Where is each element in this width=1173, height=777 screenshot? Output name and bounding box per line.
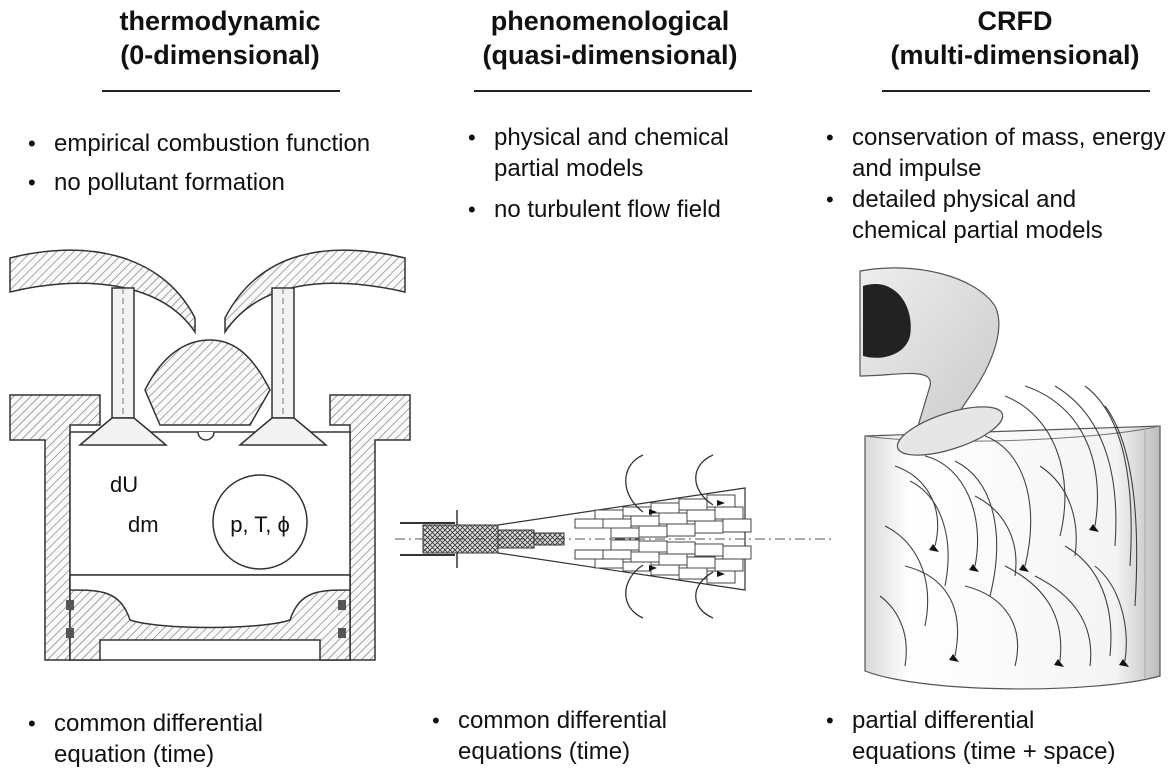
footer-note: common differential equations (time) xyxy=(432,705,792,767)
bullet-item: no pollutant formation xyxy=(28,167,448,198)
heading-underline xyxy=(474,90,752,92)
heading-line2: (quasi-dimensional) xyxy=(440,38,780,72)
footer-line2: equations (time + space) xyxy=(852,738,1115,765)
footer-line2: equations (time) xyxy=(458,738,630,765)
label-dm: dm xyxy=(128,512,159,537)
heading-line2: (0-dimensional) xyxy=(70,38,370,72)
bullet-item: conservation of mass, energy and impulse xyxy=(826,122,1171,184)
footer-note: partial differential equations (time + s… xyxy=(826,705,1171,767)
cfd-flow-field-render xyxy=(855,266,1170,691)
heading-underline xyxy=(102,90,340,92)
spray-packet-diagram xyxy=(395,450,840,620)
heading-thermodynamic: thermodynamic (0-dimensional) xyxy=(70,4,370,72)
footer-note: common differential equation (time) xyxy=(28,708,408,770)
footer-line2: equation (time) xyxy=(54,741,214,768)
engine-cylinder-diagram: dU dm p, T, ϕ xyxy=(0,240,420,690)
footer-line1: common differential xyxy=(458,707,667,734)
heading-line2: (multi-dimensional) xyxy=(860,38,1170,72)
heading-underline xyxy=(882,90,1150,92)
bullet-list: empirical combustion function no polluta… xyxy=(28,128,448,198)
heading-line1: CRFD xyxy=(860,4,1170,38)
bullet-list: physical and chemical partial models no … xyxy=(468,122,798,225)
bullet-item: physical and chemical partial models xyxy=(468,122,798,184)
label-du: dU xyxy=(110,472,138,497)
bullet-list: conservation of mass, energy and impulse… xyxy=(826,122,1171,246)
heading-line1: thermodynamic xyxy=(70,4,370,38)
bullet-item: no turbulent flow field xyxy=(468,194,798,225)
bullet-item: empirical combustion function xyxy=(28,128,448,159)
heading-phenomenological: phenomenological (quasi-dimensional) xyxy=(440,4,780,72)
heading-crfd: CRFD (multi-dimensional) xyxy=(860,4,1170,72)
footer-line1: partial differential xyxy=(852,707,1034,734)
heading-line1: phenomenological xyxy=(440,4,780,38)
label-state: p, T, ϕ xyxy=(230,512,290,537)
bullet-item: detailed physical and chemical partial m… xyxy=(826,184,1171,246)
footer-line1: common differential xyxy=(54,710,263,737)
